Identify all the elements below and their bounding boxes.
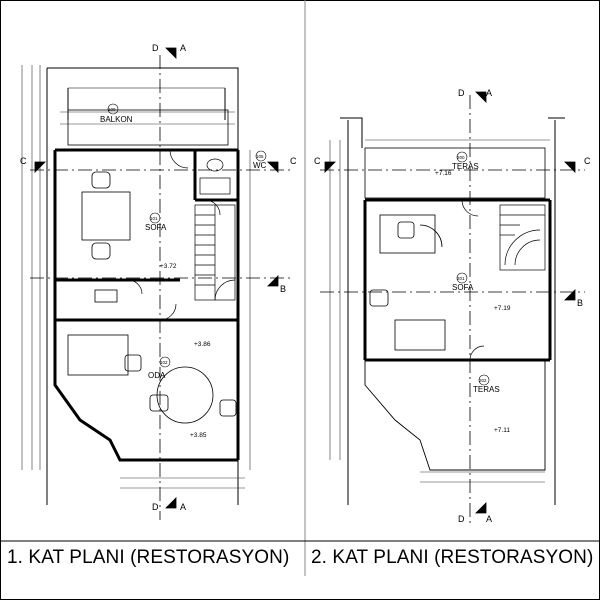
- plan-1-balcony-area: [67, 109, 229, 146]
- plan-1-level-oda: +3.86: [194, 341, 211, 348]
- plan-1-dining-set: [81, 171, 131, 260]
- plan-1-walls: [53, 148, 240, 462]
- plan-2-stair: [499, 204, 546, 271]
- plan-1-section-label-d-top: D: [152, 43, 159, 53]
- plan-1-room-name-wc: WC: [253, 161, 267, 170]
- plan-2-floor-plan: D A C C B D A 200 TERAS 201 SOFA 202 TER…: [314, 88, 591, 525]
- plan-2-lower-terrace: [364, 360, 546, 471]
- plan-2-doors: [461, 199, 485, 361]
- plan-1-level-entry: +3.85: [190, 432, 207, 439]
- plan-1-room-tag-sofa: [149, 212, 161, 224]
- plan-1-room-number-sofa: 101: [150, 216, 158, 221]
- plan-1-caption: 1. KAT PLANI (RESTORASYON): [7, 547, 290, 568]
- plan-1-room-name-balkon: BALKON: [100, 115, 133, 124]
- plan-2-site-lines: [340, 117, 565, 505]
- plan-2-walls: [363, 198, 552, 362]
- plan-1-room-tag-oda: [159, 356, 171, 368]
- plan-2-room-tag-teras-top: [456, 151, 468, 163]
- plan-1-section-label-d-bottom: D: [152, 502, 159, 512]
- plan-1-room-name-oda: ODA: [148, 371, 166, 380]
- plan-1-doors: [127, 149, 221, 321]
- plan-2-level-teras-top: +7.16: [435, 170, 452, 177]
- plan-1-room-number-oda: 102: [160, 360, 168, 365]
- plan-1-stair: [194, 204, 236, 301]
- plan-2-section-label-d-top: D: [458, 88, 465, 98]
- plan-2-section-markers: [320, 91, 585, 525]
- plan-2-section-label-a-top: A: [486, 88, 492, 98]
- plan-2-room-name-teras-top: TERAS: [452, 162, 479, 171]
- plan-1-site-lines: [46, 67, 239, 505]
- plan-2-sofa-furniture: [369, 214, 446, 351]
- plan-2-section-label-c-left: C: [314, 156, 321, 166]
- plan-2-section-label-c-right: C: [584, 156, 591, 166]
- plan-2-caption: 2. KAT PLANI (RESTORASYON): [311, 547, 594, 568]
- plan-2-room-number-teras-top: 200: [457, 155, 465, 160]
- plan-1-section-label-c-right: C: [290, 156, 297, 166]
- plan-2-dimension-lines: [329, 139, 550, 483]
- plan-1-level-sofa: +3.72: [160, 263, 177, 270]
- plan-1-wc-fixtures: [199, 158, 231, 195]
- plan-1-room-tag-balkon: [107, 103, 119, 115]
- plan-2-level-teras-bottom: +7.11: [494, 427, 510, 434]
- plan-2-level-sofa: +7.19: [494, 305, 511, 312]
- plan-1-section-label-a-bottom: A: [180, 502, 186, 512]
- plan-1-section-label-a-top: A: [180, 43, 186, 53]
- plan-2-room-number-teras-bottom: 202: [479, 378, 487, 383]
- plan-1-room-number-balkon: 100: [108, 107, 116, 112]
- plan-2-room-tag-sofa: [456, 272, 468, 284]
- plan-1-room-number-wc: 105: [256, 154, 264, 159]
- plan-1-floor-plan: D A C C B D A 100 BALKON 105 WC 101 SOFA…: [20, 43, 297, 520]
- plan-2-section-label-b: B: [577, 298, 583, 308]
- plan-1-section-label-c-left: C: [20, 156, 27, 166]
- plan-2-room-name-teras-bottom: TERAS: [473, 385, 500, 394]
- plan-1-section-markers: [30, 47, 290, 520]
- plan-1-oda-furniture: [67, 289, 237, 424]
- plan-2-room-tag-teras-bottom: [478, 374, 490, 386]
- plan-2-section-label-a-bottom: A: [486, 514, 492, 524]
- plan-1-room-name-sofa: SOFA: [145, 223, 167, 232]
- plan-1-room-tag-wc: [255, 150, 267, 162]
- plan-1-section-label-b: B: [280, 284, 286, 294]
- plan-2-room-name-sofa: SOFA: [452, 283, 474, 292]
- plan-2-section-label-d-bottom: D: [458, 514, 465, 524]
- plan-1-dimension-lines: [21, 65, 251, 489]
- plan-2-upper-terrace: [364, 147, 546, 199]
- plan-2-room-number-sofa: 201: [457, 276, 465, 281]
